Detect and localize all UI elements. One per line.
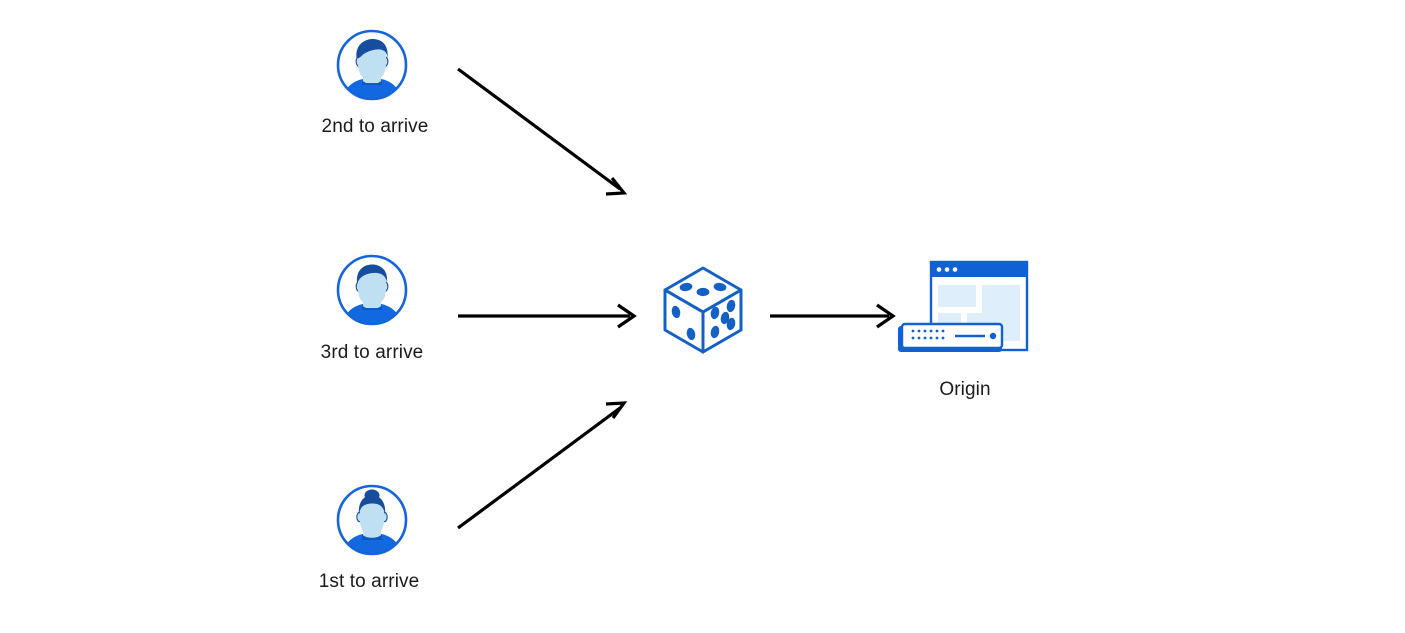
origin-label: Origin xyxy=(939,379,991,400)
user-avatar-icon[interactable] xyxy=(335,483,409,557)
arrow-dice-to-origin xyxy=(770,303,896,329)
client-label-1st: 1st to arrive xyxy=(318,571,420,592)
client-label-3rd: 3rd to arrive xyxy=(320,342,424,363)
origin-server-icon[interactable] xyxy=(893,258,1029,368)
arrow-3rd-to-dice xyxy=(458,303,637,329)
user-avatar-icon[interactable] xyxy=(335,28,409,102)
user-avatar-icon[interactable] xyxy=(335,253,409,327)
arrow-1st-to-dice xyxy=(457,401,628,530)
dice-icon[interactable] xyxy=(657,262,749,358)
server-router-icon xyxy=(898,322,1004,352)
client-label-2nd: 2nd to arrive xyxy=(321,116,429,137)
